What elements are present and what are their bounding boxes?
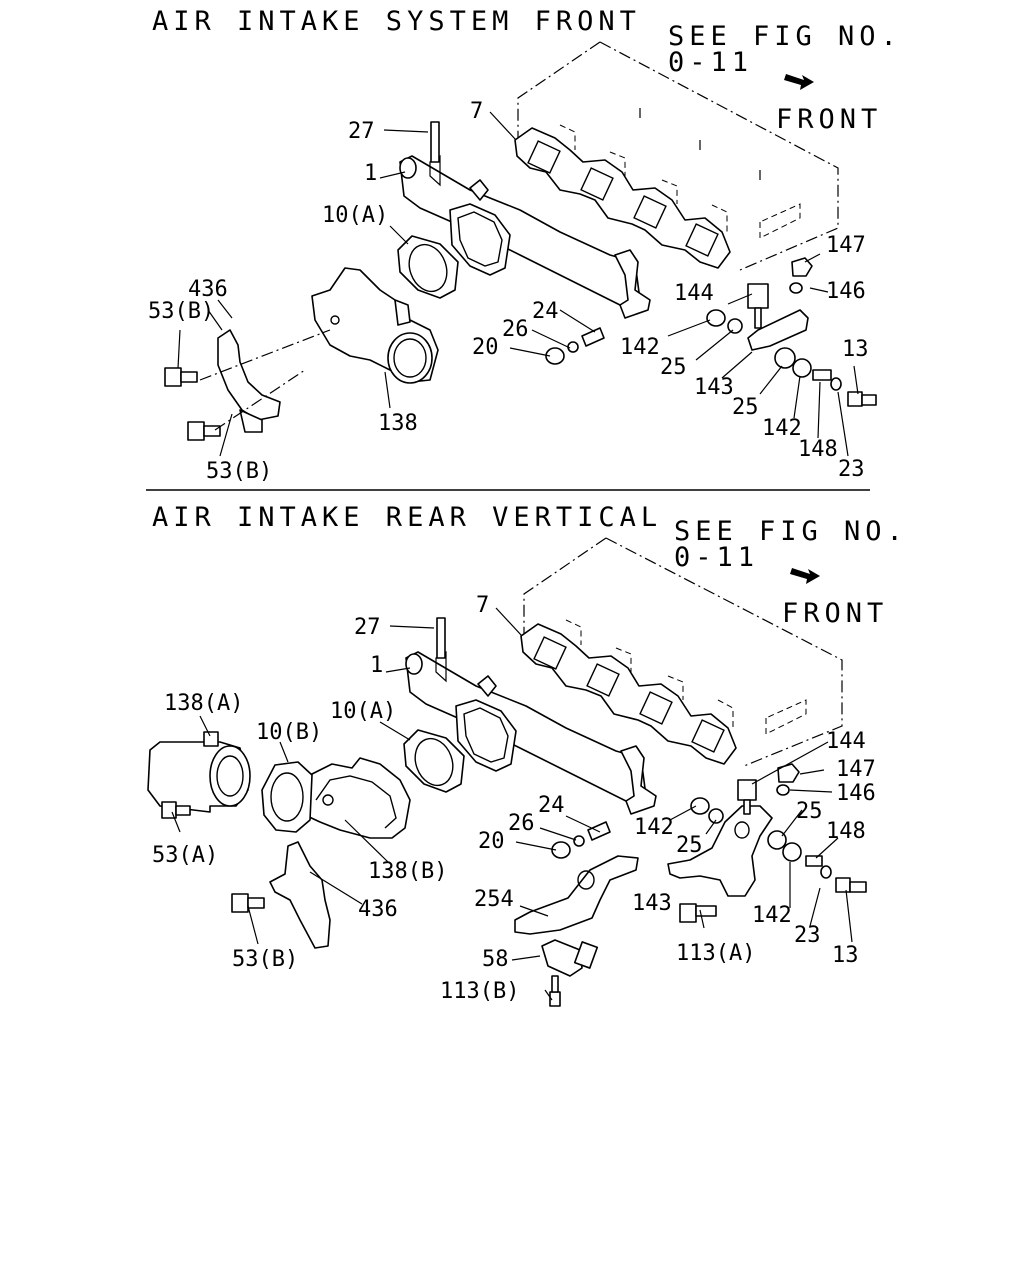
callout-25-lower: 25 <box>732 395 759 420</box>
hardware-group <box>551 763 867 893</box>
callout-26: 26 <box>508 811 535 836</box>
callout-23: 23 <box>838 457 865 482</box>
callout-23: 23 <box>794 923 821 948</box>
callout-144: 144 <box>674 281 714 306</box>
callout-147: 147 <box>836 757 876 782</box>
bracket-436 <box>217 329 281 433</box>
callout-53b: 53(B) <box>232 947 298 972</box>
callout-147: 147 <box>826 233 866 258</box>
callout-10a: 10(A) <box>322 203 388 228</box>
callout-7: 7 <box>470 99 483 124</box>
callout-146: 146 <box>826 279 866 304</box>
exhaust-manifold-1 <box>405 650 657 815</box>
stud-27 <box>430 121 440 163</box>
callout-53b: 53(B) <box>148 299 214 324</box>
see-fig-line-1: SEE FIG NO. <box>668 21 902 52</box>
elbow-138b <box>299 757 411 839</box>
callout-58: 58 <box>482 947 509 972</box>
gasket-10b <box>261 761 313 833</box>
callout-7: 7 <box>476 593 489 618</box>
housing-138 <box>311 267 439 384</box>
callout-142: 142 <box>634 815 674 840</box>
callout-24: 24 <box>538 793 565 818</box>
callout-1: 1 <box>364 161 377 186</box>
callout-1: 1 <box>370 653 383 678</box>
bracket-254 <box>514 855 639 935</box>
callout-144: 144 <box>826 729 866 754</box>
callout-10b: 10(B) <box>256 720 322 745</box>
bracket-436 <box>269 841 331 949</box>
exhaust-manifold-1 <box>399 154 651 319</box>
callout-27: 27 <box>354 615 381 640</box>
callout-142-lower: 142 <box>762 416 802 441</box>
bolt-113b <box>549 975 561 1007</box>
callout-148: 148 <box>826 819 866 844</box>
bolt-53b-upper <box>164 367 198 387</box>
see-fig-line-2: 0-11 <box>668 47 753 78</box>
see-fig-line-1: SEE FIG NO. <box>674 516 908 547</box>
see-fig-line-2: 0-11 <box>674 542 759 573</box>
callout-148: 148 <box>798 437 838 462</box>
hardware-group <box>545 257 877 407</box>
callout-25: 25 <box>676 833 703 858</box>
callout-254: 254 <box>474 887 514 912</box>
callout-24: 24 <box>532 299 559 324</box>
callout-146: 146 <box>836 781 876 806</box>
callout-27: 27 <box>348 119 375 144</box>
callout-436: 436 <box>188 277 228 302</box>
bolt-53b <box>231 893 265 913</box>
stud-27 <box>436 617 446 659</box>
pipe-138a <box>147 731 251 813</box>
manifold-gasket-7 <box>520 623 737 765</box>
engine-block-outline <box>517 41 839 271</box>
callout-20: 20 <box>472 335 499 360</box>
front-label: FRONT <box>782 598 888 629</box>
callout-20: 20 <box>478 829 505 854</box>
section-front: AIR INTAKE SYSTEM FRONT SEE FIG NO. 0-11… <box>148 6 902 484</box>
callout-142: 142 <box>620 335 660 360</box>
gasket-10a <box>403 729 465 793</box>
callout-113a: 113(A) <box>676 941 755 966</box>
section-title: AIR INTAKE SYSTEM FRONT <box>152 6 641 37</box>
callout-10a: 10(A) <box>330 699 396 724</box>
callout-113b: 113(B) <box>440 979 519 1004</box>
callout-138b: 138(B) <box>368 859 447 884</box>
front-arrow-icon <box>784 74 814 90</box>
bolt-53a <box>161 801 191 819</box>
callout-142-lower: 142 <box>752 903 792 928</box>
callout-138: 138 <box>378 411 418 436</box>
callout-53b-lower: 53(B) <box>206 459 272 484</box>
callout-138a: 138(A) <box>164 691 243 716</box>
bolt-113a <box>679 903 717 923</box>
callout-13: 13 <box>832 943 859 968</box>
leader-lines <box>171 607 853 1001</box>
section-title: AIR INTAKE REAR VERTICAL <box>152 502 662 533</box>
alignment-line <box>199 329 331 431</box>
callout-25: 25 <box>660 355 687 380</box>
front-label: FRONT <box>776 104 882 135</box>
callout-25-right: 25 <box>796 799 823 824</box>
callout-143: 143 <box>632 891 672 916</box>
callout-436: 436 <box>358 897 398 922</box>
manifold-gasket-7 <box>514 127 731 269</box>
front-arrow-icon <box>790 568 820 584</box>
callout-26: 26 <box>502 317 529 342</box>
gasket-10a <box>397 235 459 299</box>
callout-53a: 53(A) <box>152 843 218 868</box>
leader-lines <box>177 111 859 457</box>
bracket-143 <box>667 805 773 897</box>
callout-143: 143 <box>694 375 734 400</box>
support-58 <box>541 939 599 977</box>
section-rear-vertical: AIR INTAKE REAR VERTICAL SEE FIG NO. 0-1… <box>147 502 908 1007</box>
bolt-53b-lower <box>187 421 221 441</box>
callout-13: 13 <box>842 337 869 362</box>
